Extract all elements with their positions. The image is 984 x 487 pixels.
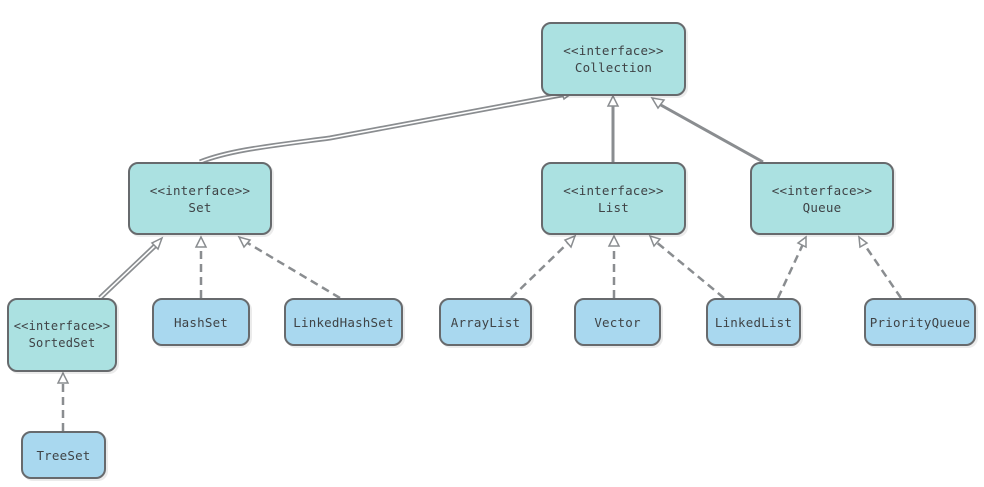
arrowhead-sortedset-set (150, 236, 164, 251)
node-hashset-name: HashSet (173, 314, 229, 330)
node-sortedset-name: SortedSet (28, 336, 96, 350)
node-set[interactable]: <<interface>> Set (128, 162, 272, 235)
node-set-stereotype: <<interface>> (149, 182, 251, 198)
arrowhead-priorityqueue-queue (858, 235, 869, 249)
node-queue[interactable]: <<interface>> Queue (750, 162, 894, 235)
node-queue-name: Queue (802, 199, 842, 215)
node-linkedlist-name: LinkedList (714, 314, 793, 330)
edge-queue-collection (650, 96, 764, 164)
arrowhead-vector-list (607, 234, 621, 247)
node-set-name: Set (188, 199, 212, 215)
node-linkedlist[interactable]: LinkedList (706, 298, 801, 346)
edge-linkedlist-queue (776, 243, 805, 299)
node-list-stereotype: <<interface>> (563, 182, 664, 198)
node-vector[interactable]: Vector (574, 298, 661, 346)
edge-priorityqueue-queue (862, 243, 903, 299)
arrowhead-treeset-sortedset (56, 371, 70, 384)
arrowhead-list-collection (606, 94, 620, 107)
node-priorityqueue-name: PriorityQueue (869, 314, 971, 330)
edge-set-collection (199, 90, 574, 165)
arrowhead-hashset-set (194, 235, 208, 248)
node-arraylist[interactable]: ArrayList (439, 298, 532, 346)
node-treeset-name: TreeSet (36, 447, 91, 463)
node-arraylist-name: ArrayList (450, 314, 521, 330)
node-list[interactable]: <<interface>> List (541, 162, 686, 235)
node-sortedset-stereotype: <<interface>> (13, 319, 111, 333)
node-collection-stereotype: <<interface>> (563, 43, 664, 58)
node-collection[interactable]: <<interface>> Collection (541, 22, 686, 96)
arrowhead-linkedlist-queue (796, 235, 807, 249)
node-sortedset[interactable]: <<interface>> SortedSet (7, 298, 117, 372)
edge-linkedhashset-set (245, 240, 341, 300)
node-linkedhashset-name: LinkedHashSet (293, 314, 394, 330)
node-list-name: List (598, 199, 629, 215)
edge-list-collection (606, 94, 620, 162)
edge-sortedset-set (98, 236, 164, 300)
node-vector-name: Vector (594, 314, 641, 330)
node-priorityqueue[interactable]: PriorityQueue (864, 298, 976, 346)
arrowhead-linkedhashset-set (237, 235, 252, 249)
node-treeset[interactable]: TreeSet (21, 431, 106, 479)
node-collection-name: Collection (574, 60, 653, 75)
edge-arraylist-list (510, 240, 571, 299)
arrowhead-linkedlist-list (648, 234, 662, 248)
node-hashset[interactable]: HashSet (152, 298, 250, 346)
edge-linkedlist-list (654, 240, 725, 299)
arrowhead-arraylist-list (563, 234, 577, 249)
node-queue-stereotype: <<interface>> (771, 182, 873, 198)
arrowhead-queue-collection (650, 96, 666, 110)
node-linkedhashset[interactable]: LinkedHashSet (284, 298, 403, 346)
